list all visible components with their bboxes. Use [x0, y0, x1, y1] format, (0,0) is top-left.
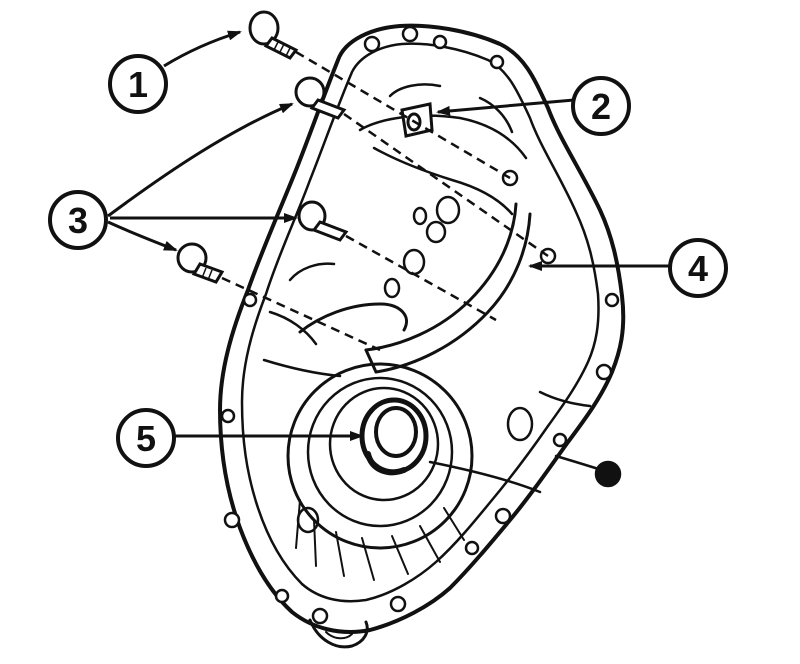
callout-number: 4	[688, 248, 708, 289]
housing-inner-flange	[240, 42, 600, 603]
callout-1: 1	[108, 54, 168, 114]
bolt-item-3a	[294, 76, 347, 120]
output-seal	[359, 397, 429, 476]
upper-recess	[358, 83, 528, 299]
callout-3: 3	[48, 190, 108, 250]
bottom-tab	[308, 618, 369, 649]
curved-rib	[298, 202, 532, 374]
callout-number: 3	[68, 200, 88, 241]
internal-ribs	[262, 262, 342, 378]
callout-number: 5	[136, 418, 156, 459]
callout-number: 2	[591, 86, 611, 127]
alignment-lines	[221, 50, 549, 352]
shaft-bore	[286, 362, 474, 581]
callout-circle	[668, 238, 728, 298]
callout-4: 4	[668, 238, 728, 298]
callout-circle	[116, 408, 176, 468]
callout-circle	[48, 190, 108, 250]
leader-3c	[107, 220, 178, 252]
plug-item-2	[400, 102, 434, 138]
callout-2: 2	[571, 76, 631, 136]
bolt-item-1	[248, 10, 299, 60]
side-bosses	[296, 390, 622, 534]
bolt-item-3c	[176, 242, 225, 284]
callout-circle	[571, 76, 631, 136]
callout-number: 1	[128, 64, 148, 105]
callout-circle	[108, 54, 168, 114]
leader-3a	[107, 102, 294, 218]
callout-5: 5	[116, 408, 176, 468]
leader-lines	[107, 30, 672, 441]
housing-outer-flange	[218, 23, 626, 634]
bolt-item-3b	[297, 200, 349, 242]
leader-1	[163, 30, 242, 68]
leader-2	[436, 98, 575, 116]
housing-cover	[218, 23, 626, 649]
